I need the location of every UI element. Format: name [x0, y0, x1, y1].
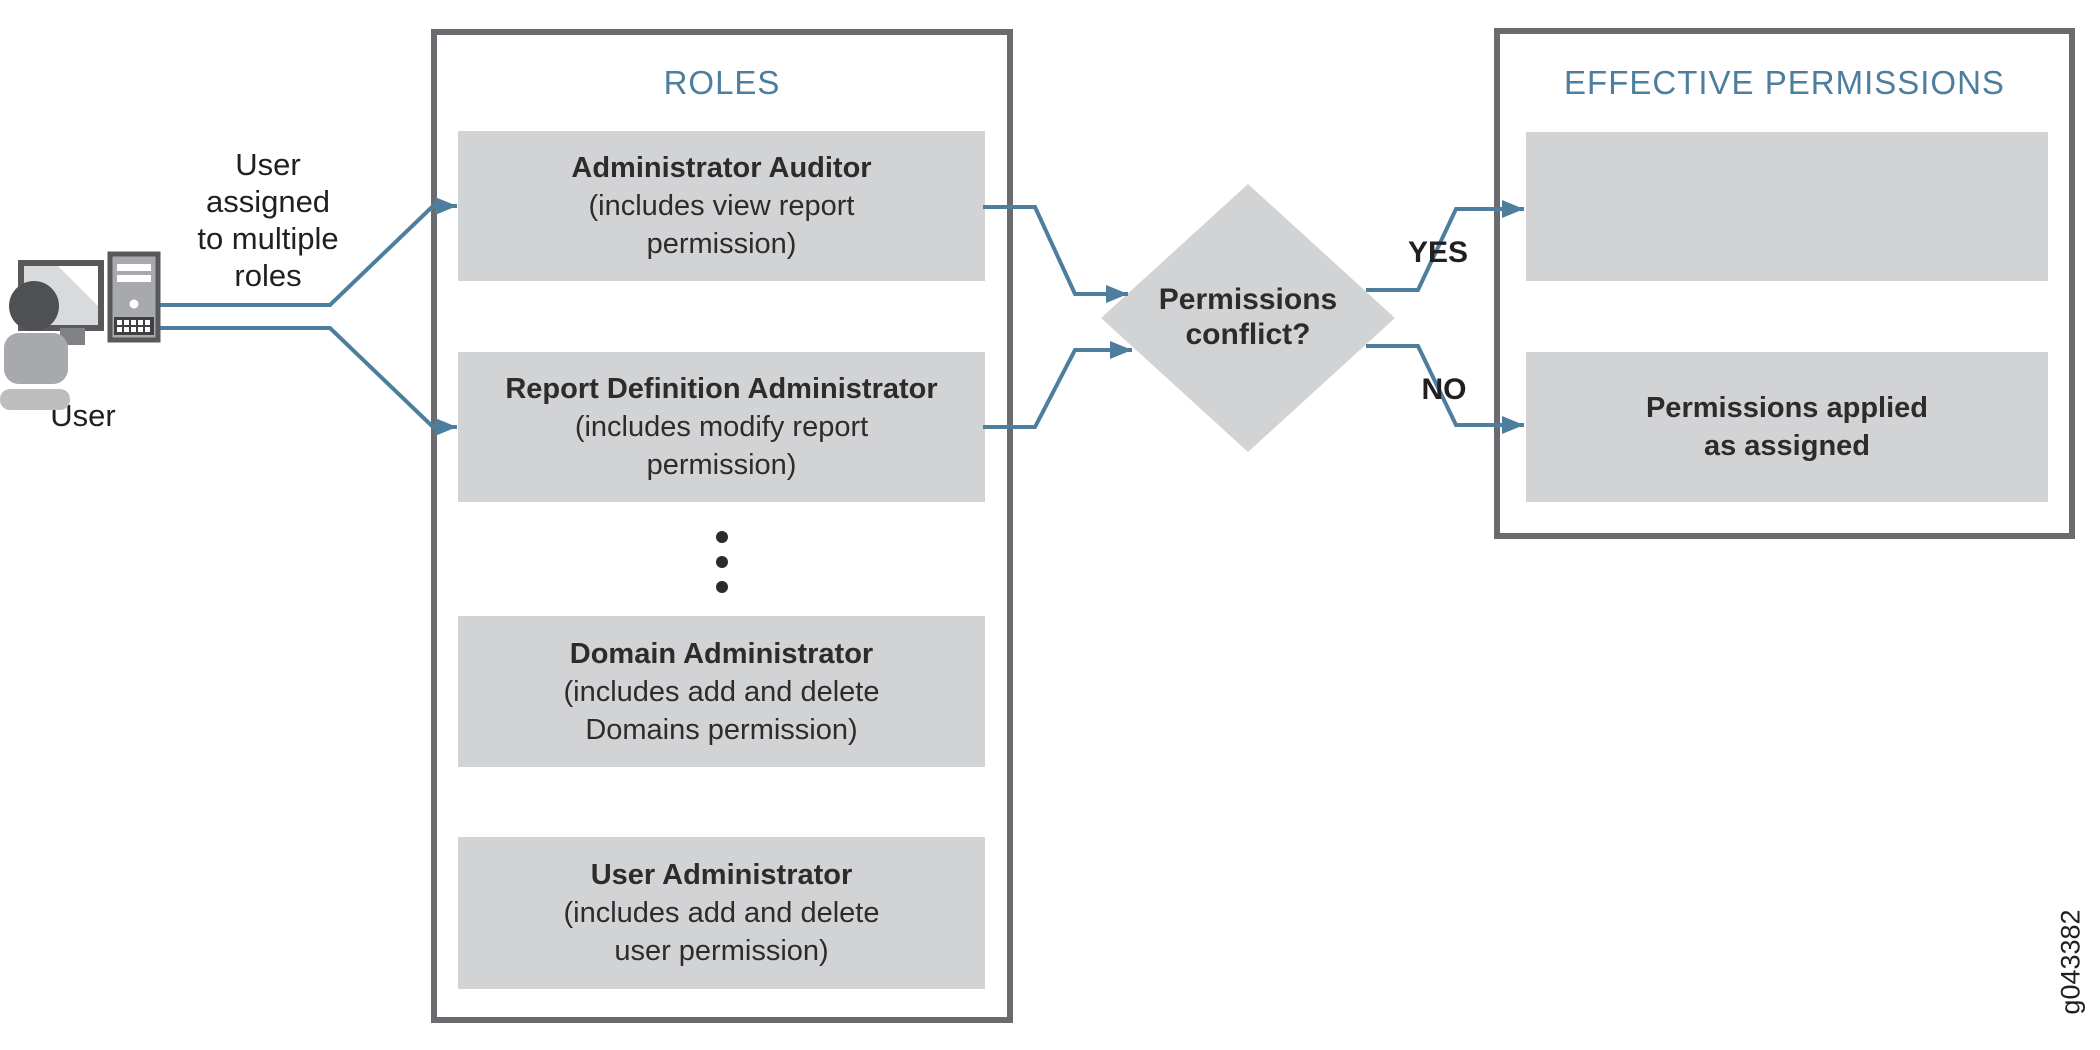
tower-slot [117, 264, 151, 271]
role-box-administrator-auditor: Administrator Auditor (includes view rep… [458, 131, 985, 281]
connector-user-to-role2 [160, 326, 457, 436]
assignment-note: User assigned to multiple roles [168, 146, 368, 294]
role-detail: (includes add and delete [563, 897, 880, 929]
role-detail: (includes view report [588, 190, 855, 222]
role-detail: (includes add and delete [563, 675, 880, 708]
decision-question-line: conflict? [1185, 318, 1311, 351]
figure-id: g043382 [2055, 909, 2086, 1015]
tower-power-light [129, 299, 139, 309]
monitor-stand [60, 328, 85, 345]
role-name: Administrator Auditor [571, 152, 872, 184]
conflict-result-box-empty [1526, 132, 2048, 281]
permissions-applied-line: as assigned [1703, 430, 1871, 462]
role-box-user-administrator: User Administrator (includes add and del… [458, 837, 985, 989]
effective-permissions-panel: EFFECTIVE PERMISSIONS Permissions applie… [1494, 28, 2075, 539]
dot [715, 556, 728, 568]
tower-vent [114, 317, 154, 335]
role-name: Report Definition Administrator [505, 373, 938, 405]
tower-vent-holes [117, 320, 150, 332]
tower-slot [117, 275, 151, 282]
ellipsis-dots [458, 529, 985, 595]
role-detail: Domains permission) [585, 713, 858, 746]
dot [715, 531, 728, 543]
decision-question-line: Permissions [1158, 283, 1338, 316]
assignment-note-line: to multiple [197, 221, 339, 256]
yes-label: YES [1407, 236, 1469, 269]
role-detail: (includes modify report [574, 411, 869, 443]
assignment-note-line: User [235, 147, 301, 182]
no-label: NO [1421, 373, 1467, 406]
role-name: Domain Administrator [569, 637, 874, 670]
user-caption: User [50, 398, 116, 433]
permissions-applied-box: Permissions applied as assigned [1526, 352, 2048, 502]
role-detail: permission) [646, 449, 797, 481]
role-detail: permission) [646, 228, 797, 260]
assignment-note-line: roles [234, 258, 302, 293]
role-box-report-definition-administrator: Report Definition Administrator (include… [458, 352, 985, 502]
role-detail: user permission) [614, 935, 829, 967]
role-box-domain-administrator: Domain Administrator (includes add and d… [458, 616, 985, 767]
person-body [4, 333, 68, 384]
permissions-applied-line: Permissions applied [1645, 392, 1929, 424]
assignment-note-line: assigned [205, 184, 331, 219]
roles-panel: ROLES Administrator Auditor (includes vi… [431, 29, 1013, 1023]
user-computer-icon [0, 251, 161, 410]
decision-question: Permissions conflict? [1123, 282, 1373, 352]
roles-panel-title: ROLES [663, 64, 781, 101]
role-name: User Administrator [590, 859, 853, 891]
dot [715, 581, 728, 593]
person-head [9, 281, 59, 331]
effective-permissions-title: EFFECTIVE PERMISSIONS [1564, 64, 2005, 101]
computer-tower [107, 251, 161, 343]
monitor-glare [58, 266, 98, 306]
monitor-icon [18, 260, 104, 331]
